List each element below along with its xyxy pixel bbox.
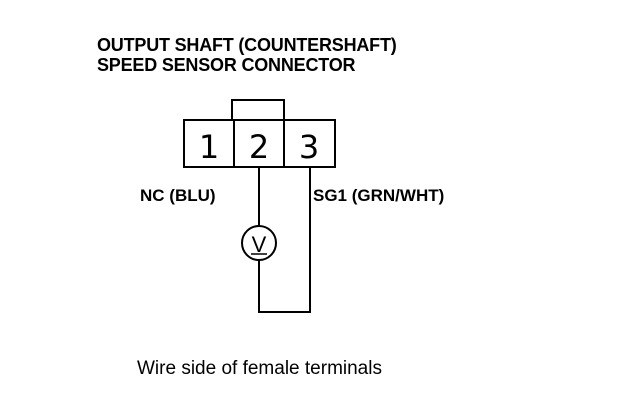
wire-label-nc: NC (BLU) [140, 186, 216, 205]
title-line-1: OUTPUT SHAFT (COUNTERSHAFT) [97, 35, 397, 55]
wire-label-sg1: SG1 (GRN/WHT) [313, 186, 445, 205]
diagram-caption: Wire side of female terminals [137, 358, 382, 379]
pin-2-number: 2 [249, 128, 269, 166]
pin-3-number: 3 [299, 128, 319, 166]
voltmeter-letter: V [252, 232, 267, 257]
connector-lock-tab [231, 99, 285, 121]
pin-1-number: 1 [199, 128, 219, 166]
title-line-2: SPEED SENSOR CONNECTOR [97, 55, 356, 75]
